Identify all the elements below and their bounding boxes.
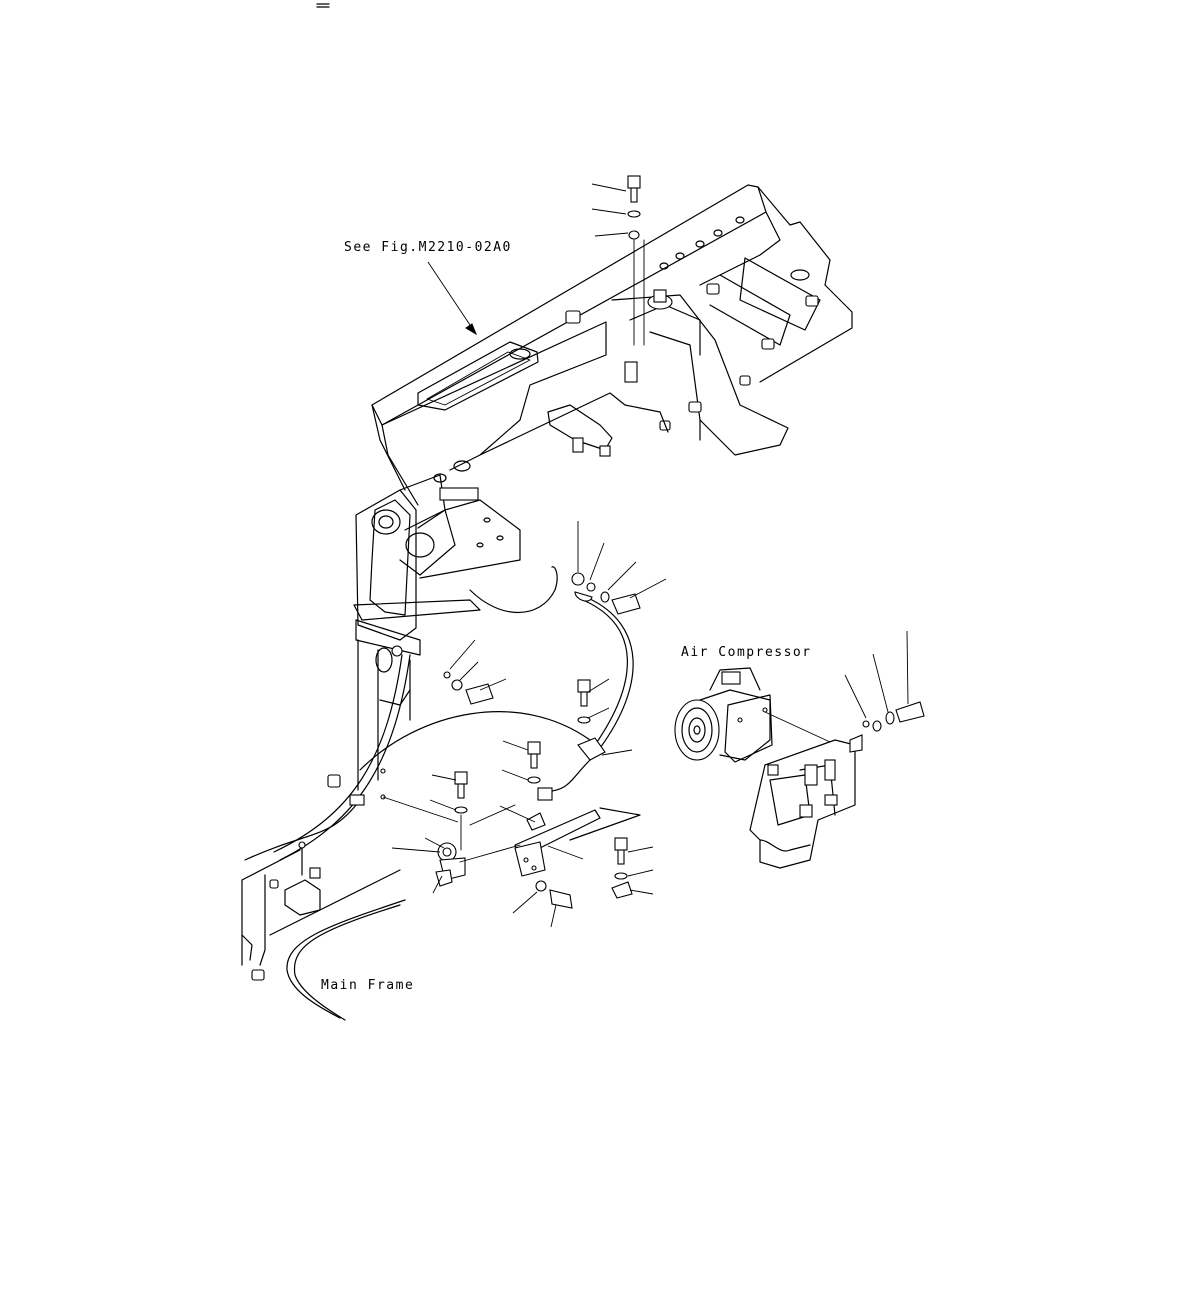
lower-frame [241,768,386,981]
air-compressor [674,667,773,763]
main-frame-label: Main Frame [321,978,415,993]
air-compressor-label: Air Compressor [681,645,812,660]
leader-lines [382,183,909,928]
fasteners-middle [435,572,641,909]
reference-label: See Fig.M2210-02A0 [344,240,512,255]
fasteners-top [624,175,645,383]
upper-frame [371,184,853,506]
top-mark [316,3,330,8]
compressor-bracket [749,701,925,869]
left-post [353,474,521,791]
hoses [241,566,641,1021]
